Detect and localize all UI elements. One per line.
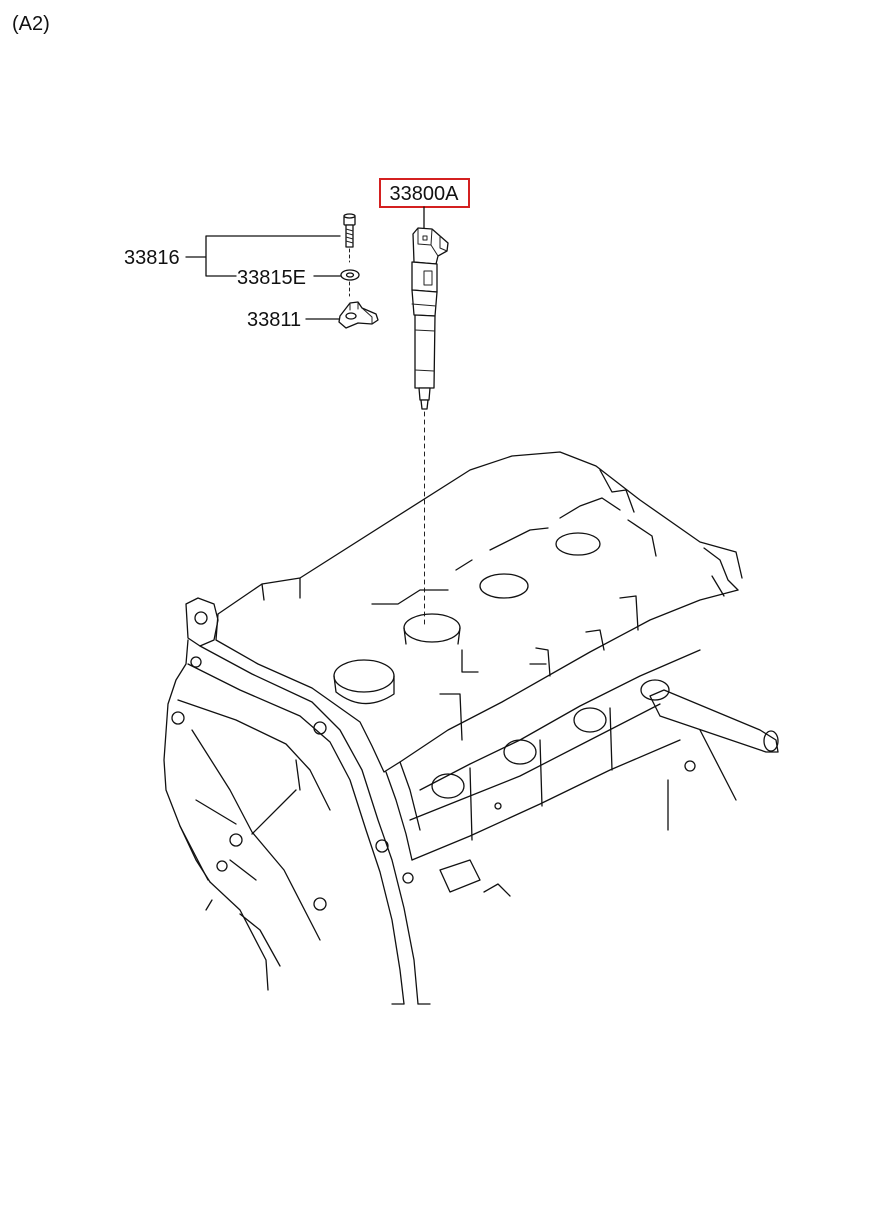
callout-label-clamp: 33811 (247, 309, 301, 331)
callout-label-bolt-assembly: 33816 (124, 247, 180, 269)
engine-cylinder-head (215, 451, 779, 897)
callout-33815e[interactable]: 33815E (237, 267, 343, 289)
callout-label-washer: 33815E (237, 267, 306, 289)
callout-33816[interactable]: 33816 (124, 235, 341, 277)
view-label: (A2) (12, 13, 50, 35)
injector-part[interactable] (411, 227, 449, 629)
clamp-part[interactable] (338, 301, 379, 329)
washer-part[interactable] (340, 269, 360, 297)
callout-label-injector: 33800A (390, 183, 460, 205)
bolt-part[interactable] (343, 213, 356, 263)
callout-33800a[interactable]: 33800A (379, 178, 470, 233)
bracket-leader-bolt-assembly (185, 235, 341, 277)
callout-33811[interactable]: 33811 (247, 309, 341, 331)
engine-timing-cover (163, 597, 431, 1005)
